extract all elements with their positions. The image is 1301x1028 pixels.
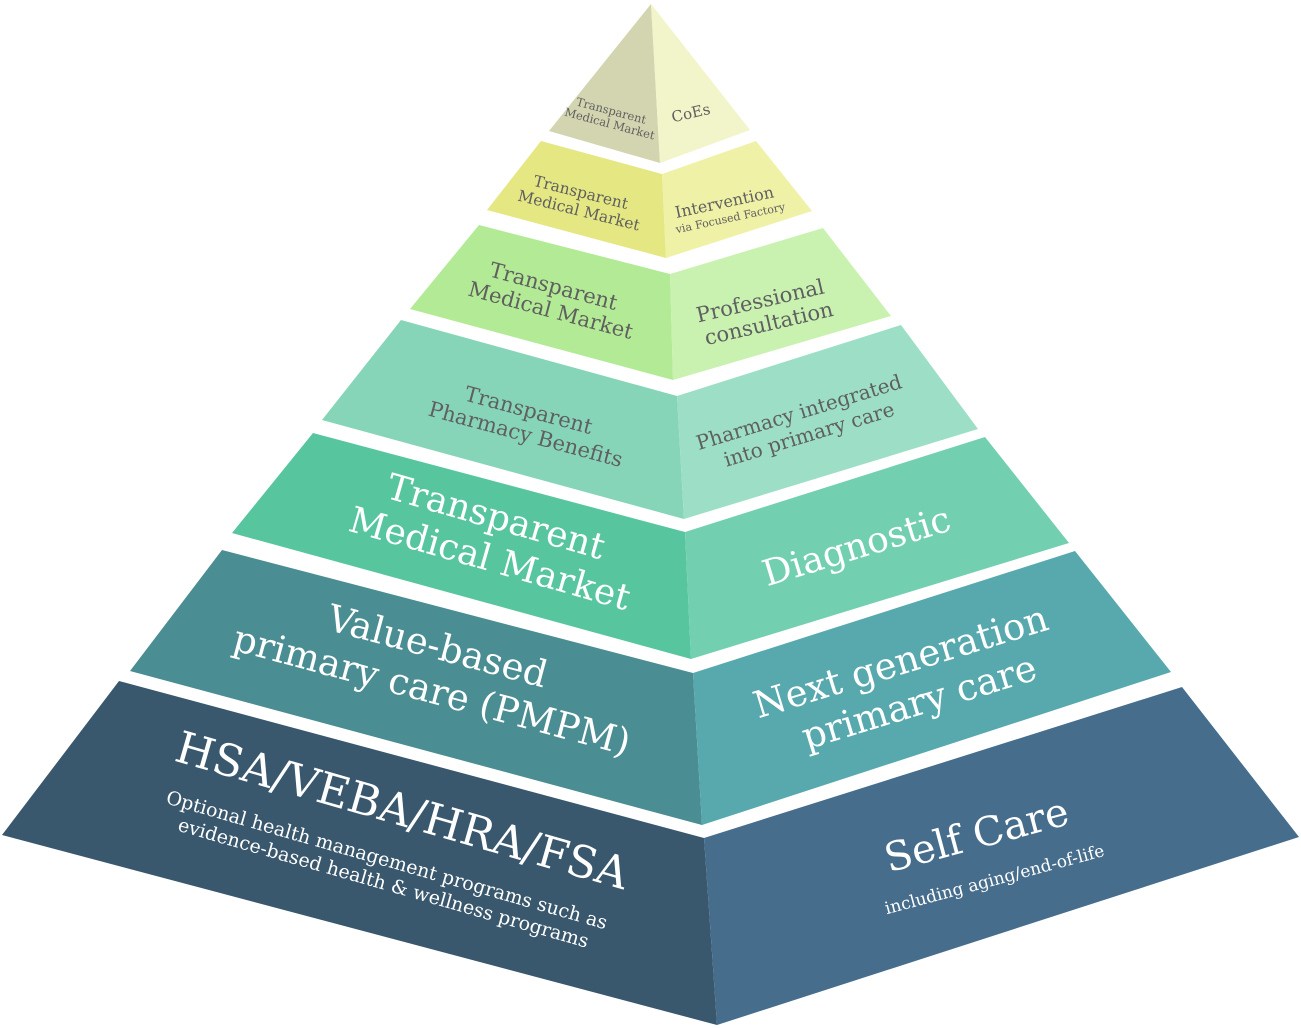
tier-1-left-face (549, 4, 660, 163)
tier-3-left-face (410, 225, 673, 380)
pyramid-tier-6: Value-based primary care (PMPM) Next gen… (130, 550, 1171, 825)
tier-2-left-face (487, 141, 666, 258)
tier-4-right-face (677, 325, 978, 519)
tier-7-left-face (2, 681, 717, 1025)
tier-2-right-face (662, 141, 812, 258)
tier-3-right-face (670, 228, 891, 380)
pyramid-tier-3: Transparent Medical Market Professional … (410, 225, 891, 380)
tier-6-left-face (130, 550, 702, 825)
pyramid-tier-2: Transparent Medical Market Intervention … (487, 141, 812, 258)
pyramid-tier-1: Transparent Medical Market CoEs (549, 4, 750, 163)
tier-6-right-face (693, 551, 1171, 825)
tier-5-left-face (232, 433, 691, 659)
tier-4-left-face (322, 320, 684, 519)
tier-1-right-face (651, 4, 750, 163)
tier-5-right-face (685, 437, 1069, 659)
pyramid-tier-7: HSA/VEBA/HRA/FSA Optional health managem… (2, 681, 1299, 1025)
tier-7-right-face (704, 687, 1299, 1025)
